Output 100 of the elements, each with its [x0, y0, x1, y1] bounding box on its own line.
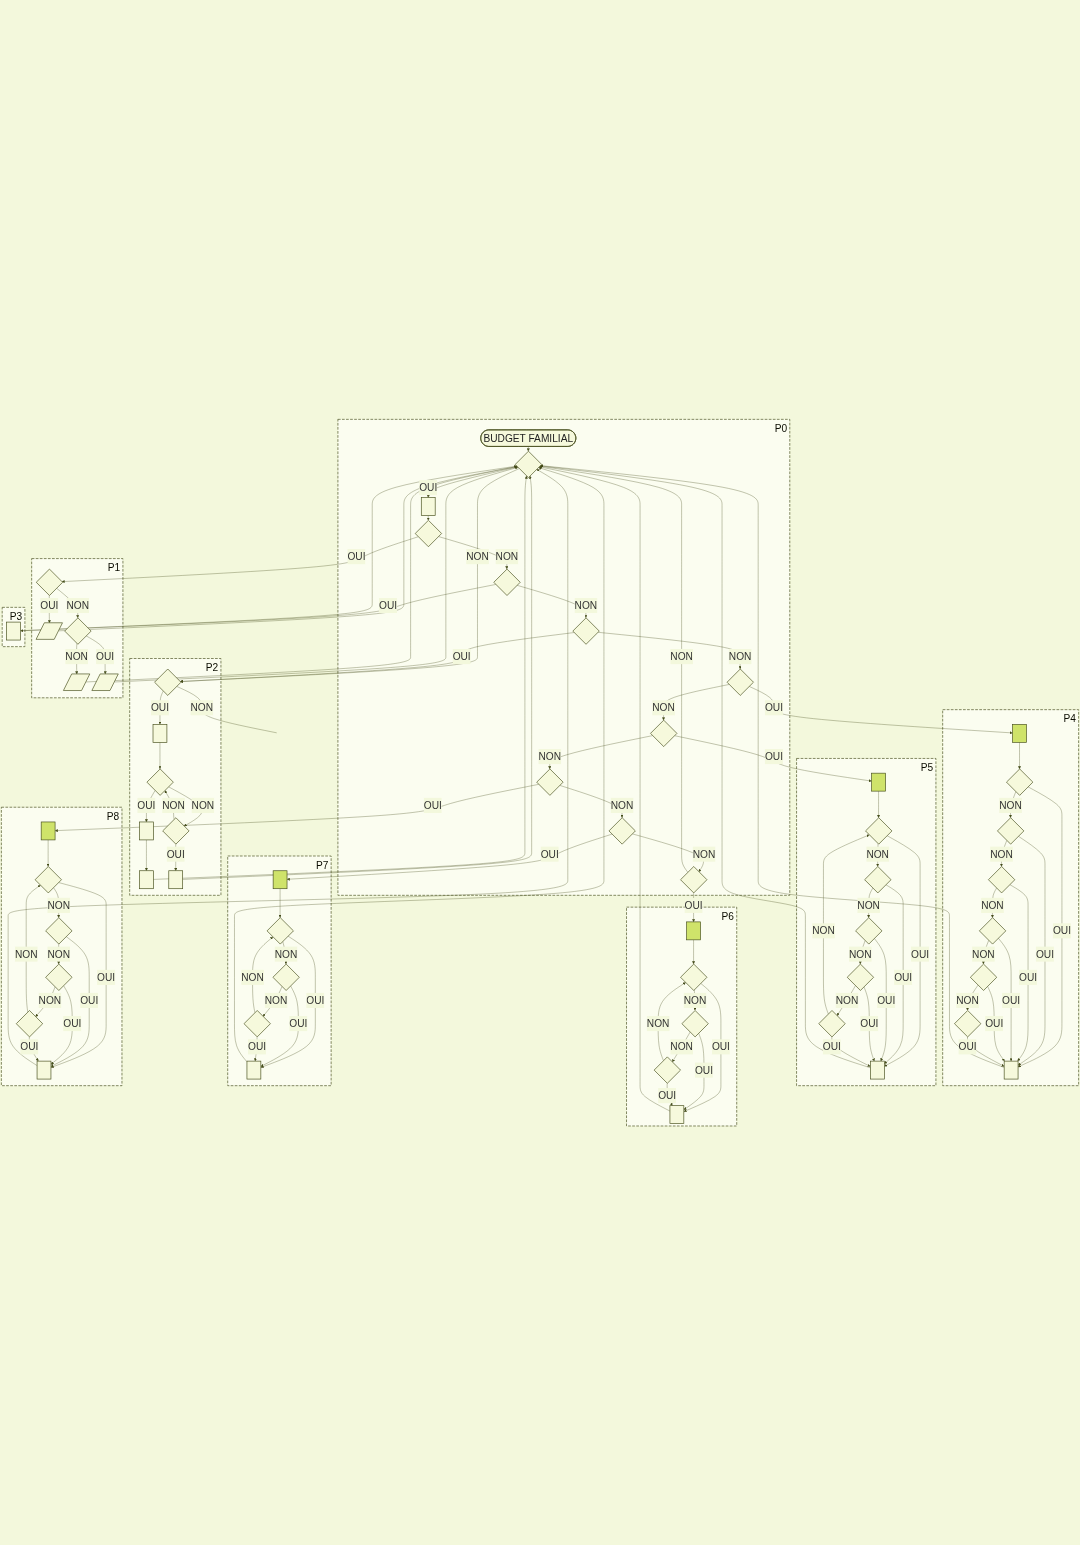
edge-label: NON: [466, 550, 489, 563]
edge-label: NON: [652, 702, 675, 714]
node-diamond: [45, 963, 73, 991]
edge-label: NON: [190, 702, 214, 714]
node-diamond: [970, 963, 998, 991]
node-box: [246, 1060, 262, 1080]
edge-label: NON: [574, 599, 598, 611]
edge-label: OUI: [40, 599, 59, 611]
edge-label: NON: [670, 650, 693, 663]
edge-label: OUI: [540, 848, 559, 860]
edge-label: NON: [162, 799, 185, 811]
node-diamond: [997, 817, 1025, 845]
node-diamond: [979, 917, 1007, 945]
edge-label: NON: [47, 899, 70, 911]
edge-label: NON: [65, 650, 88, 663]
edge-label: NON: [692, 848, 716, 860]
edge-label: OUI: [877, 994, 896, 1006]
node-diamond: [818, 1009, 846, 1038]
node-box: [272, 870, 288, 889]
edge-label: OUI: [452, 650, 471, 663]
node-diamond: [146, 768, 174, 796]
node-box: [686, 921, 701, 940]
edge-label: OUI: [1052, 925, 1071, 937]
edge-label: NON: [981, 899, 1004, 911]
node-diamond: [608, 817, 636, 845]
edge-label: NON: [38, 994, 62, 1006]
edge-label: NON: [728, 650, 752, 663]
node-diamond: [954, 1009, 982, 1038]
edge-label: OUI: [306, 994, 325, 1006]
node-diamond: [154, 668, 182, 696]
node-parallelogram: [91, 673, 119, 691]
edge-label: NON: [66, 599, 90, 611]
edge-label: NON: [999, 799, 1022, 811]
edge-label: NON: [14, 948, 38, 960]
node-diamond: [846, 963, 874, 991]
edge-label: OUI: [1002, 994, 1021, 1006]
edge-label: OUI: [694, 1064, 714, 1076]
edge-label: NON: [241, 971, 264, 983]
node-box: [420, 497, 436, 516]
edge-label: OUI: [684, 899, 703, 911]
edge-label: OUI: [419, 481, 438, 494]
node-parallelogram: [35, 622, 63, 640]
edge-label: OUI: [958, 1041, 977, 1053]
node-diamond: [572, 617, 600, 645]
edge-label: OUI: [20, 1041, 39, 1053]
edge-label: NON: [47, 948, 70, 960]
edge-label: NON: [956, 994, 979, 1006]
node-box: [36, 1060, 52, 1080]
node-diamond: [162, 817, 190, 845]
edge-label: OUI: [711, 1041, 730, 1053]
edge-label: OUI: [860, 1017, 879, 1030]
edge-label: OUI: [764, 702, 784, 714]
node-diamond: [726, 668, 754, 696]
node-box: [871, 772, 886, 792]
node-diamond: [272, 963, 300, 991]
node-box: [152, 723, 168, 743]
edge-label: OUI: [96, 650, 115, 663]
node-box: [669, 1105, 685, 1124]
edge-label: NON: [538, 750, 562, 762]
edge-label: NON: [610, 799, 634, 811]
edge-label: NON: [972, 948, 995, 960]
edge-label: OUI: [911, 948, 930, 960]
edge-label: OUI: [1035, 948, 1055, 960]
edge-label: NON: [274, 948, 298, 960]
node-diamond: [493, 568, 521, 596]
edge-label: NON: [835, 994, 859, 1006]
edge-label: NON: [866, 848, 889, 860]
edge-label: OUI: [423, 799, 442, 811]
edge-label: NON: [848, 948, 872, 960]
edge-label: NON: [812, 925, 835, 937]
node-diamond: [864, 866, 892, 894]
node-diamond: [988, 866, 1016, 894]
node-diamond: [45, 917, 73, 945]
edge-label: NON: [670, 1041, 693, 1053]
edge-label: OUI: [985, 1017, 1004, 1030]
edge-label: OUI: [97, 971, 116, 983]
node-diamond: [266, 917, 294, 945]
node-box: [139, 870, 154, 889]
edge-label: NON: [191, 799, 215, 811]
edge-label: OUI: [150, 702, 169, 714]
arrow: [526, 446, 530, 452]
node-diamond: [243, 1009, 271, 1038]
node-box: [870, 1060, 885, 1080]
node-diamond: [536, 768, 564, 796]
node-diamond: [514, 450, 542, 478]
edge-label: OUI: [379, 599, 398, 611]
node-diamond: [653, 1056, 681, 1084]
node-diamond: [414, 519, 442, 547]
node-parallelogram: [63, 673, 91, 691]
node-diamond: [15, 1009, 44, 1038]
edge-label: OUI: [894, 971, 913, 983]
node-diamond: [680, 963, 708, 991]
node-diamond: [1006, 768, 1034, 796]
edge-label: NON: [495, 550, 519, 563]
cluster: P3: [1, 606, 26, 647]
node-diamond: [865, 817, 893, 845]
node-box: [1012, 723, 1027, 743]
node-diamond: [855, 917, 883, 945]
node-diamond: [680, 866, 708, 894]
edge-label: NON: [683, 994, 707, 1006]
